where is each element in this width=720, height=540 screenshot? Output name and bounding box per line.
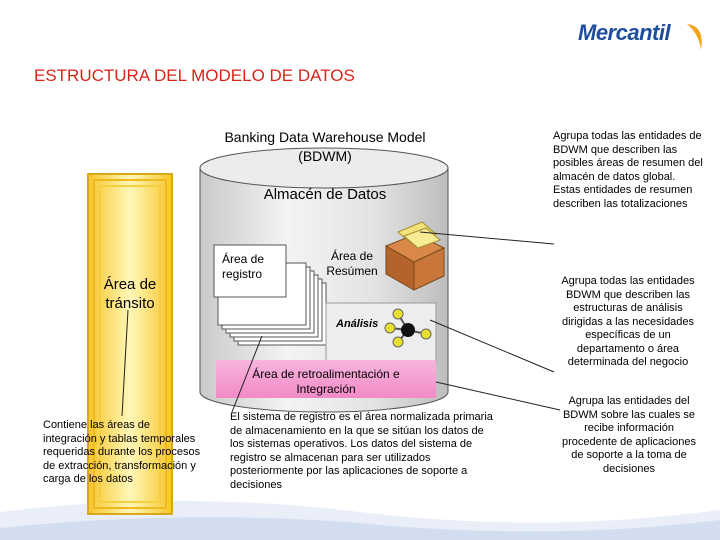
retro-line2: Integración	[296, 382, 356, 396]
bdwm-title-line2: (BDWM)	[298, 148, 352, 164]
bdwm-title: Banking Data Warehouse Model (BDWM)	[190, 128, 460, 166]
resumen-label: Área de Resúmen	[318, 249, 386, 279]
box-icon	[384, 221, 446, 291]
registro-stack	[213, 244, 327, 346]
transito-column	[87, 173, 173, 515]
analisis-label: Análisis	[336, 318, 379, 330]
registro-line2: registro	[222, 267, 263, 281]
connector-transito	[121, 309, 129, 417]
connector-analisis	[429, 319, 555, 373]
registro-description: El sistema de registro es el área normal…	[230, 411, 493, 491]
analisis-note: Agrupa todas las entidades BDWM que desc…	[561, 275, 695, 368]
connector-retro	[435, 381, 561, 411]
registro-label: Área de registro	[222, 252, 278, 282]
transito-line1: Área de	[103, 276, 157, 293]
bdwm-title-line1: Banking Data Warehouse Model	[224, 129, 426, 145]
transito-label: Área de tránsito	[96, 275, 164, 313]
transito-description: Contiene las áreas de integración y tabl…	[43, 419, 201, 485]
swoosh-icon	[687, 24, 702, 50]
retro-line1: Área de retroalimentación e	[252, 367, 400, 381]
retro-note: Agrupa las entidades del BDWM sobre las …	[562, 395, 696, 475]
almacen-label: Almacén de Datos	[263, 186, 387, 203]
page-title: ESTRUCTURA DEL MODELO DE DATOS	[34, 66, 355, 85]
registro-line1: Área de	[222, 252, 265, 266]
transito-line2: tránsito	[105, 295, 155, 312]
connector-registro	[231, 335, 263, 413]
connector-resumen	[419, 231, 555, 245]
logo-wordmark: Mercantil	[578, 20, 671, 45]
resumen-note: Agrupa todas las entidades de BDWM que d…	[553, 130, 703, 210]
resumen-line2: Resúmen	[326, 264, 378, 278]
retro-band	[216, 360, 436, 398]
retro-label: Área de retroalimentación e Integración	[216, 367, 436, 397]
molecule-icon	[384, 308, 432, 348]
resumen-line1: Área de	[330, 249, 374, 263]
